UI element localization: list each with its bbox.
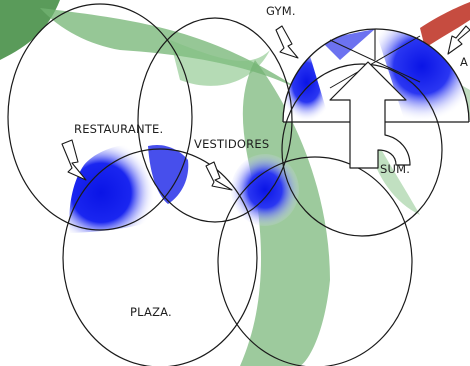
label-vestidores: VESTIDORES (194, 137, 269, 151)
label-sum: SUM. (380, 162, 410, 176)
overlap-vestidores-sum (231, 154, 299, 226)
label-restaurant: RESTAURANTE. (74, 122, 163, 136)
gym-arrow-icon (276, 26, 298, 58)
label-partial-a: A (460, 55, 468, 69)
vestidores-arrow-icon (206, 162, 232, 190)
overlap-restaurant-plaza (69, 144, 160, 233)
label-plaza: PLAZA. (130, 305, 172, 319)
label-gym: GYM. (266, 4, 296, 18)
